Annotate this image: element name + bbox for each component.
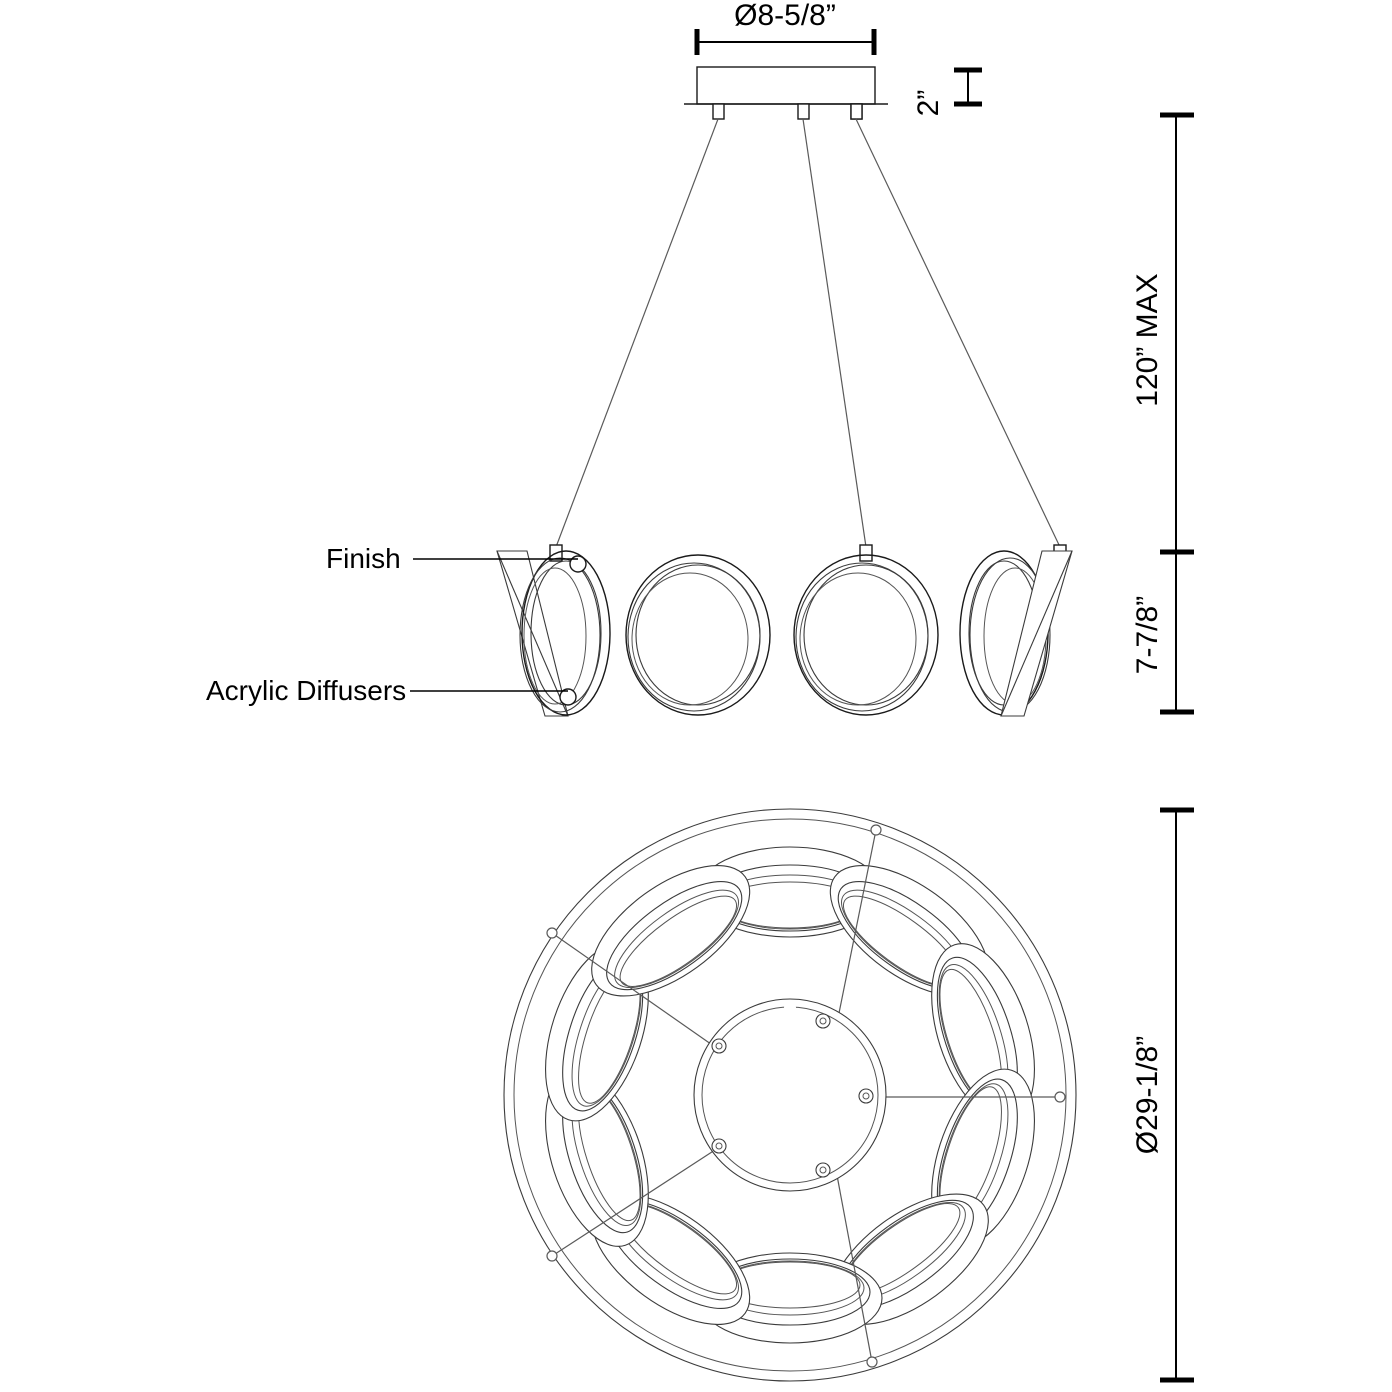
plan-diameter-dimension: Ø29-1/8” bbox=[1131, 807, 1194, 1383]
canopy-diameter-dimension: Ø8-5/8” bbox=[694, 0, 877, 55]
plan-view: Ø29-1/8” bbox=[503, 807, 1194, 1383]
right-end-bracket bbox=[1000, 550, 1073, 717]
hub-fasteners bbox=[711, 1002, 874, 1178]
elevation-view: Ø8-5/8” 2” bbox=[206, 0, 1194, 717]
plan-ring-array bbox=[545, 846, 1035, 1344]
canopy bbox=[684, 66, 888, 120]
callout-finish: Finish bbox=[326, 543, 578, 574]
plan-outer-circle-inner bbox=[513, 818, 1067, 1372]
left-end-bracket bbox=[496, 550, 569, 717]
canopy-height-dimension: 2” bbox=[912, 67, 982, 117]
callout-acrylic-diffusers: Acrylic Diffusers bbox=[206, 675, 568, 706]
canopy-diameter-label: Ø8-5/8” bbox=[734, 0, 836, 32]
plan-center-hub bbox=[693, 998, 887, 1192]
plan-outer-circle bbox=[503, 808, 1077, 1382]
ring-element-2 bbox=[625, 554, 771, 716]
elevation-vertical-dimensions: 120” MAX 7-7/8” bbox=[1131, 112, 1194, 715]
fixture-diameter-label: Ø29-1/8” bbox=[1131, 1036, 1164, 1154]
fixture-elevation-body bbox=[496, 550, 1073, 717]
max-drop-label: 120” MAX bbox=[1131, 273, 1164, 406]
plan-leader-lines bbox=[546, 824, 1066, 1368]
canopy-height-label: 2” bbox=[912, 90, 945, 117]
ring-element-3 bbox=[793, 554, 939, 716]
callout-acrylic-diffusers-label: Acrylic Diffusers bbox=[206, 675, 406, 706]
plan-ring-10 bbox=[591, 865, 751, 997]
fixture-height-label: 7-7/8” bbox=[1131, 596, 1164, 674]
callout-finish-label: Finish bbox=[326, 543, 401, 574]
suspension-cables bbox=[549, 118, 1067, 562]
